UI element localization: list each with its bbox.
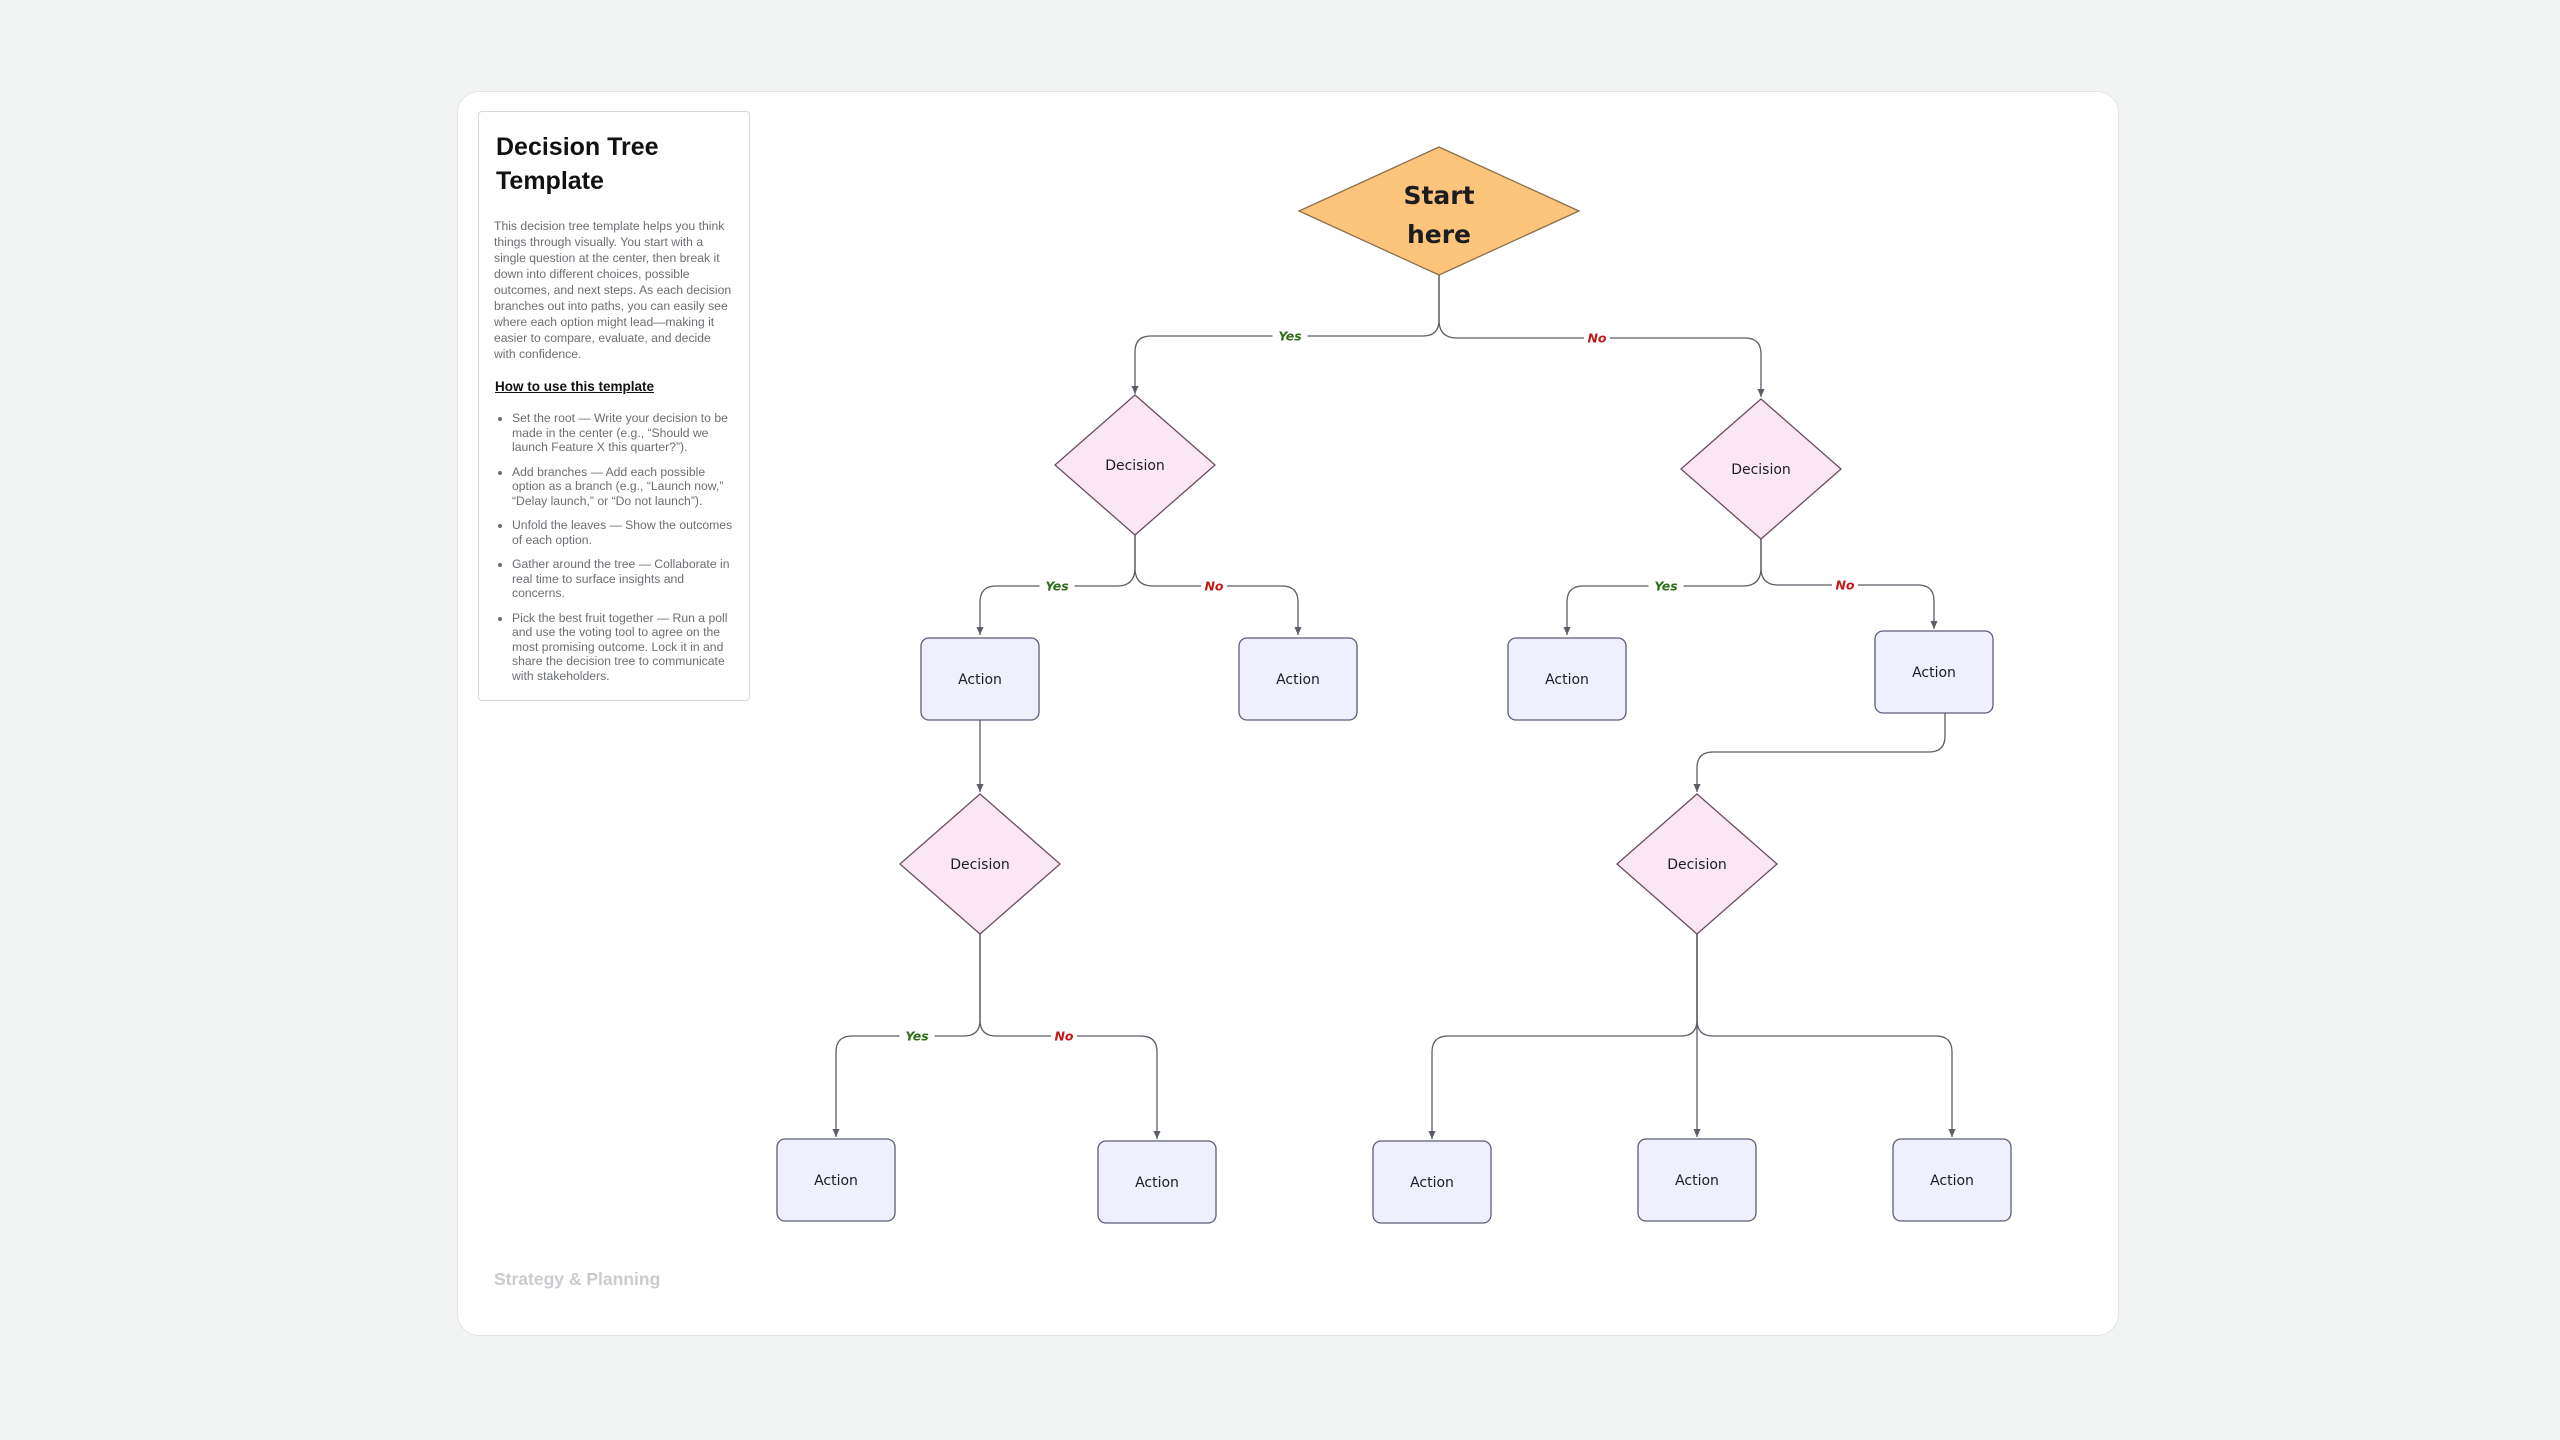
branch-label-yes[interactable]: Yes [1278, 329, 1301, 344]
template-title: Decision Tree Template [496, 133, 659, 195]
connector-arrow[interactable] [1693, 713, 1946, 792]
action-node-label: Action [1410, 1175, 1454, 1191]
action-node-label: Action [958, 672, 1002, 688]
branch-label-yes[interactable]: Yes [1654, 579, 1677, 594]
template-info-panel: Decision Tree Template This decision tre… [478, 111, 750, 701]
action-box-shape [1372, 1140, 1492, 1224]
branch-label-yes[interactable]: Yes [1045, 579, 1068, 594]
branch-label-background [1051, 1027, 1077, 1045]
action-node-label: Action [1545, 672, 1589, 688]
howto-step: Add branches — Add each possible option … [512, 465, 734, 509]
action-node[interactable]: Action [1892, 1138, 2012, 1222]
action-node[interactable]: Action [1874, 630, 1994, 714]
decision-diamond-shape [1680, 398, 1842, 540]
decision-diamond-shape [1616, 793, 1778, 935]
decision-node[interactable]: Decision [1616, 793, 1778, 935]
decision-node[interactable]: Decision [1680, 398, 1842, 540]
decision-node[interactable]: Decision [899, 793, 1061, 935]
action-node-label: Action [1675, 1173, 1719, 1189]
howto-step: Unfold the leaves — Show the outcomes of… [512, 518, 734, 547]
action-node-label: Action [1135, 1175, 1179, 1191]
action-box-shape [1637, 1138, 1757, 1222]
decision-node[interactable]: Decision [1054, 394, 1216, 536]
connector-arrow[interactable] [1428, 933, 1698, 1139]
template-intro: This decision tree template helps you th… [494, 219, 732, 361]
decision-node-label: Decision [950, 857, 1010, 873]
branch-label-background [899, 1027, 935, 1045]
action-node[interactable]: Action [1637, 1138, 1757, 1222]
decision-node-label: Decision [1731, 462, 1791, 478]
action-node[interactable]: Action [776, 1138, 896, 1222]
branch-label-no[interactable]: No [1587, 331, 1606, 346]
branch-label-background [1272, 327, 1308, 345]
category-label: Strategy & Planning [494, 1269, 661, 1289]
action-node-label: Action [1276, 672, 1320, 688]
action-node-label: Action [1930, 1173, 1974, 1189]
action-box-shape [776, 1138, 896, 1222]
action-node[interactable]: Action [1097, 1140, 1217, 1224]
action-box-shape [1892, 1138, 2012, 1222]
action-box-shape [920, 637, 1040, 721]
action-node[interactable]: Action [920, 637, 1040, 721]
start-node[interactable]: Start here [1297, 146, 1581, 276]
howto-step: Set the root — Write your decision to be… [512, 411, 734, 455]
branch-label-no[interactable]: No [1054, 1029, 1073, 1044]
branch-label-background [1201, 577, 1227, 595]
start-diamond-shape [1297, 146, 1581, 276]
decision-node-label: Decision [1667, 857, 1727, 873]
decision-diamond-shape [899, 793, 1061, 935]
action-node[interactable]: Action [1238, 637, 1358, 721]
action-node-label: Action [814, 1173, 858, 1189]
action-node[interactable]: Action [1507, 637, 1627, 721]
decision-node-label: Decision [1105, 458, 1165, 474]
howto-steps: Set the root — Write your decision to be… [494, 411, 734, 683]
action-box-shape [1097, 1140, 1217, 1224]
howto-step: Pick the best fruit together — Run a pol… [512, 611, 734, 684]
branch-label-yes[interactable]: Yes [905, 1029, 928, 1044]
start-node-label: Start [1403, 181, 1474, 210]
branch-label-no[interactable]: No [1204, 579, 1223, 594]
branch-label-background [1039, 577, 1075, 595]
branch-label-background [1648, 577, 1684, 595]
howto-step: Gather around the tree — Collaborate in … [512, 557, 734, 601]
action-box-shape [1238, 637, 1358, 721]
action-node[interactable]: Action [1372, 1140, 1492, 1224]
branch-label-background [1584, 329, 1610, 347]
connector-arrow[interactable] [1696, 933, 1956, 1137]
howto-heading: How to use this template [495, 379, 655, 394]
action-box-shape [1874, 630, 1994, 714]
start-node-label: here [1407, 220, 1471, 249]
branch-label-no[interactable]: No [1835, 578, 1854, 593]
action-node-label: Action [1912, 665, 1956, 681]
branch-label-background [1832, 576, 1858, 594]
action-box-shape [1507, 637, 1627, 721]
decision-diamond-shape [1054, 394, 1216, 536]
